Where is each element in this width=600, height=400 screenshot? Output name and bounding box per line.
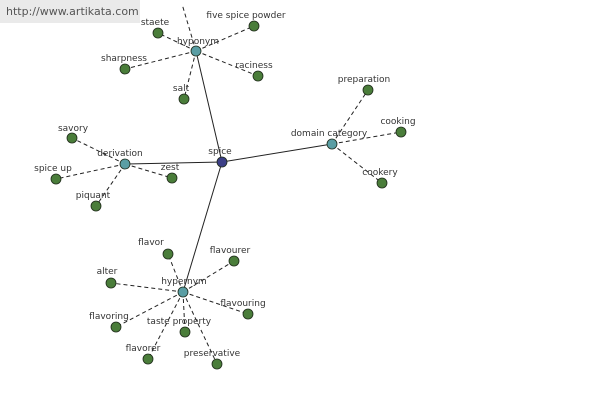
edge-spice-hyponym [195, 50, 223, 163]
label-flavouring: flavouring [220, 299, 265, 309]
node-alter[interactable] [105, 277, 117, 289]
edge-hypernym-alter [110, 282, 184, 293]
edge-hypernym-flavouring [182, 291, 249, 315]
edge-spice-derivation [124, 161, 223, 165]
node-derivation[interactable] [119, 158, 131, 170]
node-spice[interactable] [216, 156, 228, 168]
edge-hyponym-staete [157, 32, 197, 52]
label-spice-up: spice up [34, 164, 72, 174]
node-sharpness[interactable] [119, 63, 131, 75]
edge-domain-cooking [331, 131, 402, 145]
node-flavouring[interactable] [242, 308, 254, 320]
label-taste-property: taste property [147, 317, 212, 327]
label-flavoring: flavoring [89, 312, 129, 322]
node-spice-up[interactable] [50, 173, 62, 185]
node-flavoring[interactable] [110, 321, 122, 333]
watermark-url: http://www.artikata.com [0, 0, 140, 23]
edge-domain-cookery [331, 143, 383, 184]
node-zest[interactable] [166, 172, 178, 184]
label-raciness: raciness [235, 61, 273, 71]
label-flavourer: flavourer [210, 246, 251, 256]
node-cookery[interactable] [376, 177, 388, 189]
edge-derivation-spice-up [55, 163, 126, 180]
node-flavorer[interactable] [142, 353, 154, 365]
edge-hyponym-salt [183, 50, 197, 100]
label-savory: savory [58, 124, 89, 134]
node-staete[interactable] [152, 27, 164, 39]
label-derivation: derivation [97, 149, 143, 159]
edge-hypernym-preservative [182, 291, 218, 365]
edge-hyponym-five-spice-powder [195, 25, 255, 52]
label-cookery: cookery [362, 168, 398, 178]
node-cooking[interactable] [395, 126, 407, 138]
label-hypernym: hypernym [161, 277, 207, 287]
edge-domain-preparation [331, 89, 369, 145]
node-flavor[interactable] [162, 248, 174, 260]
label-five-spice-powder: five spice powder [206, 11, 285, 21]
node-flavourer[interactable] [228, 255, 240, 267]
node-five-spice-powder[interactable] [248, 20, 260, 32]
node-raciness[interactable] [252, 70, 264, 82]
node-taste-property[interactable] [179, 326, 191, 338]
label-staete: staete [141, 18, 170, 28]
label-sharpness: sharpness [101, 54, 147, 64]
label-piquant: piquant [76, 191, 111, 201]
edge-derivation-piquant [95, 163, 126, 207]
label-salt: salt [173, 84, 190, 94]
edge-derivation-savory [71, 137, 126, 165]
edge-hypernym-flavoring [115, 291, 184, 328]
edge-derivation-zest [124, 163, 173, 179]
label-flavor: flavor [138, 238, 164, 248]
edge-hypernym-flavourer [182, 260, 235, 293]
node-savory[interactable] [66, 132, 78, 144]
label-preservative: preservative [184, 349, 241, 359]
edge-hyponym-sharpness [124, 50, 197, 70]
label-zest: zest [161, 163, 180, 173]
edge-spice-hypernym [182, 161, 223, 293]
node-hyponym[interactable] [190, 45, 202, 57]
label-preparation: preparation [338, 75, 390, 85]
edge-spice-domain-category [221, 143, 333, 163]
node-piquant[interactable] [90, 200, 102, 212]
node-domain-category[interactable] [326, 138, 338, 150]
label-domain-category: domain category [291, 129, 368, 139]
edge-hyponym-offscreen [181, 3, 197, 52]
label-flavorer: flavorer [126, 344, 161, 354]
node-hypernym[interactable] [177, 286, 189, 298]
label-alter: alter [97, 267, 118, 277]
node-preservative[interactable] [211, 358, 223, 370]
label-hyponym: hyponym [177, 37, 219, 47]
edge-hypernym-flavorer [147, 291, 184, 360]
node-salt[interactable] [178, 93, 190, 105]
node-preparation[interactable] [362, 84, 374, 96]
label-cooking: cooking [380, 117, 415, 127]
label-spice: spice [208, 147, 232, 157]
